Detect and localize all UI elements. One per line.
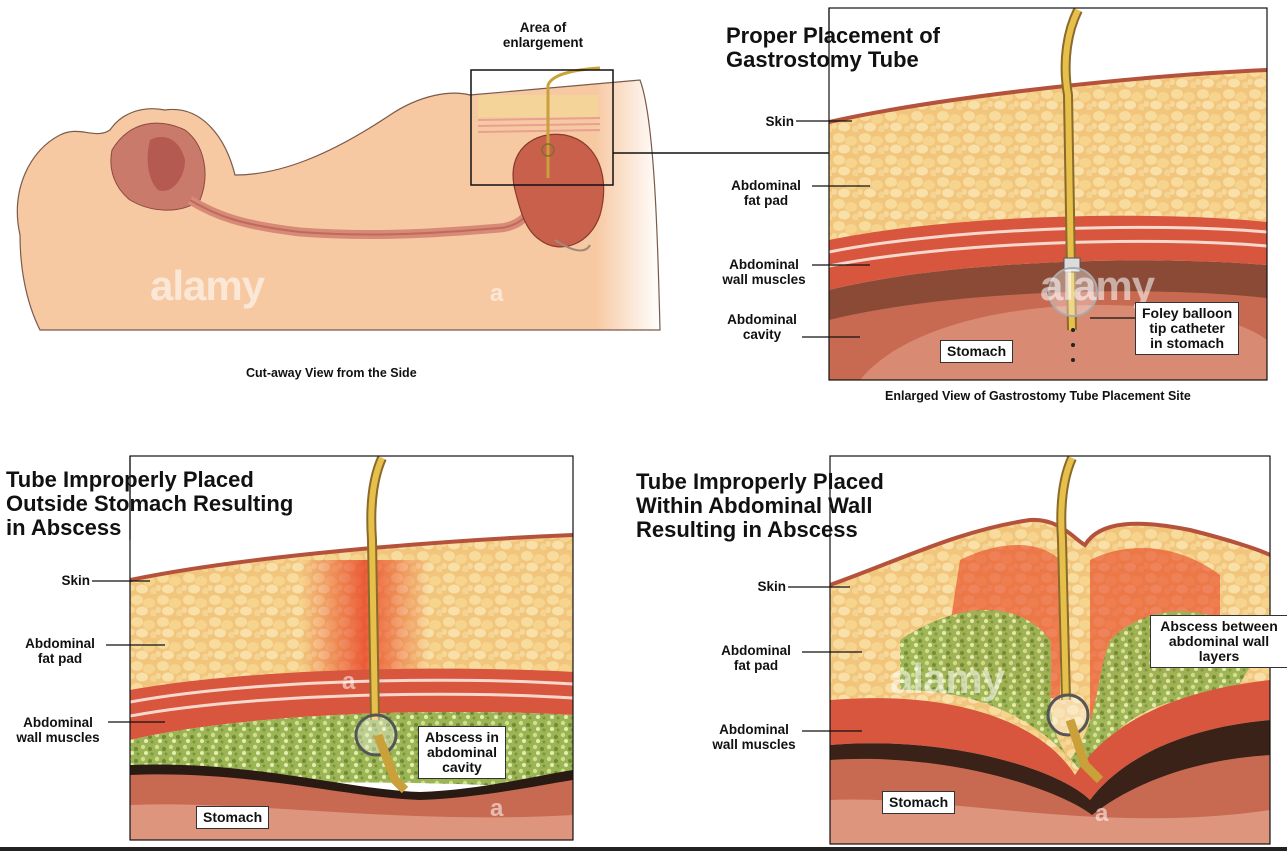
wall-muscles-label: Abdominal wall muscles — [712, 722, 796, 752]
fat-pad-label: Abdominal fat pad — [721, 643, 791, 673]
cavity-label: Abdominal cavity — [727, 312, 797, 342]
panel-wall-title: Tube Improperly Placed Within Abdominal … — [636, 469, 884, 542]
watermark: alamy — [890, 655, 1005, 702]
panel-outside-title: Tube Improperly Placed Outside Stomach R… — [6, 467, 294, 540]
panel-wall-art — [830, 456, 1270, 844]
watermark: alamy — [150, 262, 265, 309]
leader-lines — [92, 8, 1135, 732]
fat-pad-label: Abdominal fat pad — [731, 178, 801, 208]
overview-caption: Cut-away View from the Side — [246, 366, 417, 380]
skin-label: Skin — [61, 573, 90, 588]
skin-label: Skin — [765, 114, 794, 129]
abscess-wall-label: Abscess between abdominal wall layers — [1150, 615, 1287, 668]
wall-muscles-label: Abdominal wall muscles — [16, 715, 100, 745]
watermark: a — [490, 280, 503, 307]
panel-outside-art — [130, 456, 573, 840]
foley-balloon-label: Foley balloon tip catheter in stomach — [1135, 302, 1240, 355]
watermark: alamy — [1040, 262, 1155, 309]
bottom-border — [0, 847, 1287, 851]
fat-pad-label: Abdominal fat pad — [25, 636, 95, 666]
stomach-label: Stomach — [882, 791, 956, 814]
abscess-cavity-label: Abscess in abdominal cavity — [418, 726, 506, 779]
wall-muscles-label: Abdominal wall muscles — [722, 257, 806, 287]
body-silhouette — [16, 66, 829, 331]
watermark: a — [1095, 800, 1108, 827]
panel-outside-frame — [129, 455, 574, 841]
panel-proper-frame — [828, 7, 1268, 381]
watermark: a — [490, 795, 503, 822]
watermark: a — [342, 668, 355, 695]
panel-proper-title: Proper Placement of Gastrostomy Tube — [726, 23, 940, 72]
area-of-enlargement-label: Area of enlargement — [502, 20, 584, 50]
stomach-label: Stomach — [196, 806, 270, 829]
stomach-label: Stomach — [940, 340, 1014, 363]
skin-label: Skin — [757, 579, 786, 594]
panel-proper-caption: Enlarged View of Gastrostomy Tube Placem… — [885, 389, 1191, 403]
